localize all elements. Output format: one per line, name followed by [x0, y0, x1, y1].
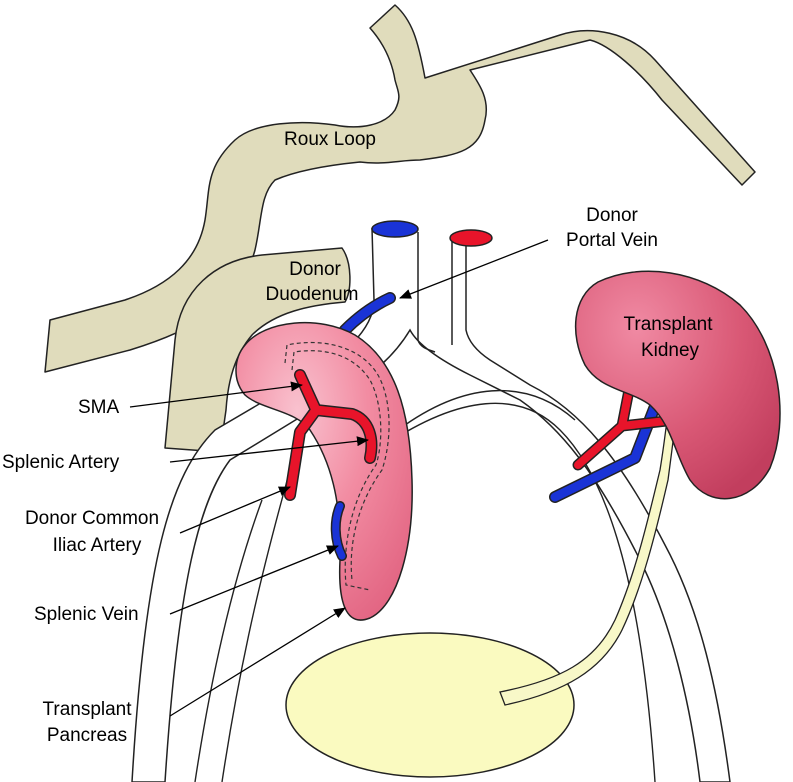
label-common-iliac: Donor Common	[25, 508, 159, 529]
label-splenic-vein: Splenic Vein	[34, 604, 139, 625]
label-portal-vein: Donor	[586, 205, 638, 226]
label-donor-duodenum-2: Duodenum	[266, 284, 359, 305]
bladder	[285, 632, 575, 778]
label-transplant-pancreas-2: Pancreas	[47, 725, 127, 746]
arrow-splenic-artery	[169, 436, 369, 463]
pancreatic-duct	[284, 341, 390, 591]
label-sma: SMA	[78, 397, 120, 418]
label-common-iliac-2: Iliac Artery	[53, 535, 142, 556]
label-roux-loop: Roux Loop	[284, 129, 376, 150]
arrow-pancreas	[169, 607, 346, 717]
label-transplant-pancreas: Transplant	[42, 699, 132, 720]
splenic-vein-fill	[332, 502, 346, 560]
transplant-pancreas	[235, 321, 413, 621]
arrow-sma	[129, 381, 303, 408]
pelvic-vessel-outlines	[194, 389, 656, 782]
label-transplant-kidney-2: Kidney	[641, 340, 700, 361]
kidney-vein-fill	[550, 383, 667, 502]
leader-arrows	[129, 239, 549, 717]
transplant-kidney	[574, 270, 781, 500]
labels: Roux Loop Donor Duodenum Donor Portal Ve…	[2, 129, 713, 746]
label-donor-duodenum: Donor	[289, 259, 341, 280]
donor-duodenum	[164, 247, 351, 453]
pancreas-arteries	[284, 369, 378, 501]
arrow-common-iliac	[179, 486, 291, 534]
label-portal-vein-2: Portal Vein	[566, 230, 658, 251]
label-splenic-artery: Splenic Artery	[2, 452, 120, 473]
arrow-portal-vein	[399, 239, 549, 299]
label-transplant-kidney: Transplant	[623, 314, 713, 335]
portal-vein-fill	[340, 293, 395, 335]
arrow-splenic-vein	[169, 545, 339, 615]
great-vessels	[131, 220, 731, 782]
